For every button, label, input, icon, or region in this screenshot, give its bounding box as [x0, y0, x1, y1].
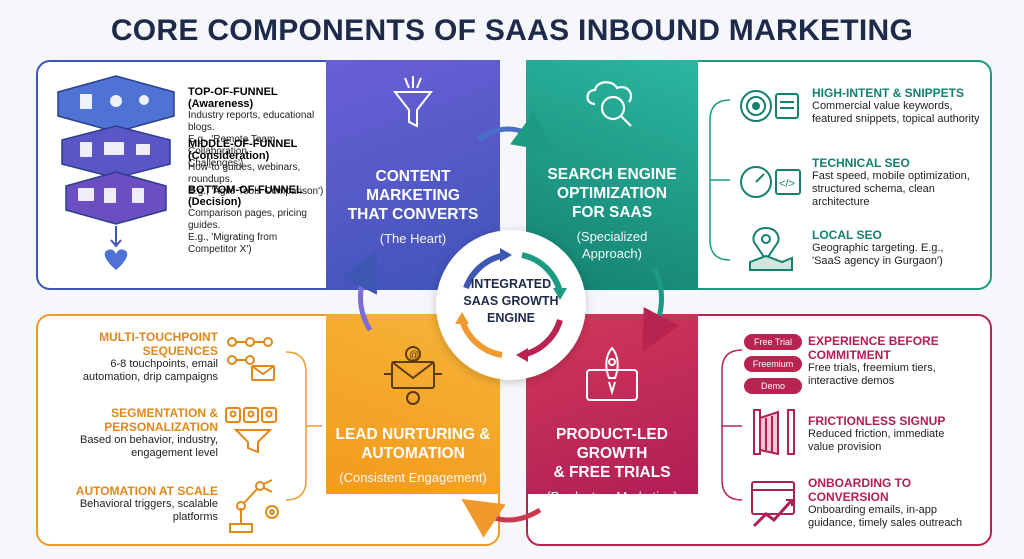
location-pin-icon [746, 224, 796, 277]
mofu-title: MIDDLE-OF-FUNNEL (Consideration) [188, 138, 298, 162]
high-intent-item: HIGH-INTENT & SNIPPETS Commercial value … [812, 86, 988, 126]
segmentation-line: engagement level [131, 447, 218, 459]
automation-scale-item: AUTOMATION AT SCALE Behavioral triggers,… [46, 484, 218, 524]
multi-touchpoint-title: SEQUENCES [142, 344, 218, 358]
segmentation-item: SEGMENTATION & PERSONALIZATION Based on … [46, 406, 218, 460]
growth-chart-icon [748, 478, 802, 535]
multi-touchpoint-line: automation, drip campaigns [82, 371, 218, 383]
open-gate-icon [750, 404, 800, 461]
high-intent-line: Commercial value keywords, [812, 100, 953, 112]
technical-seo-line: Fast speed, mobile optimization, [812, 170, 970, 182]
frictionless-line: value provision [808, 441, 882, 453]
tofu-item: TOP-OF-FUNNEL (Awareness) Industry repor… [188, 86, 328, 170]
seo-connector [709, 99, 731, 261]
svg-text:@: @ [409, 350, 419, 361]
segmentation-title: PERSONALIZATION [104, 420, 218, 434]
segmentation-title: SEGMENTATION & [111, 406, 218, 420]
onboarding-item: ONBOARDING TO CONVERSION Onboarding emai… [808, 476, 988, 530]
bofu-item: BOTTOM-OF-FUNNEL (Decision) Comparison p… [188, 184, 328, 256]
experience-line: interactive demos [808, 375, 895, 387]
multi-touchpoint-item: MULTI-TOUCHPOINT SEQUENCES 6-8 touchpoin… [46, 330, 218, 384]
tag-free-trial: Free Trial [744, 334, 802, 350]
bofu-title: BOTTOM-OF-FUNNEL (Decision) [188, 184, 303, 208]
seo-subtitle-line: (Specialized [576, 229, 648, 244]
mofu-item: MIDDLE-OF-FUNNEL (Consideration) How-to … [188, 138, 328, 198]
tag-freemium: Freemium [744, 356, 802, 372]
bofu-line: Comparison pages, pricing guides. [188, 208, 307, 231]
local-seo-item: LOCAL SEO Geographic targeting. E.g., 'S… [812, 228, 988, 268]
speed-code-icon: </> [738, 160, 802, 209]
technical-seo-item: TECHNICAL SEO Fast speed, mobile optimiz… [812, 156, 988, 209]
seo-heading-line: SEARCH ENGINE [547, 166, 677, 183]
nurturing-heading-line: LEAD NURTURING & [335, 426, 491, 443]
tofu-line: E.g., 'Remote Team Collaboration [188, 134, 276, 157]
tofu-title: TOP-OF-FUNNEL (Awareness) [188, 86, 278, 110]
funnel-layers-graphic [57, 75, 175, 270]
automation-scale-title: AUTOMATION AT SCALE [75, 484, 218, 498]
plan-tags: Free Trial Freemium Demo [744, 334, 802, 394]
local-seo-line: Geographic targeting. E.g., [812, 242, 944, 254]
frictionless-line: Reduced friction, immediate [808, 428, 945, 440]
bofu-line: E.g., 'Migrating from Competitor X') [188, 232, 278, 255]
tofu-line: Industry reports, educational blogs. [188, 110, 315, 133]
content-heading-line: MARKETING [366, 187, 460, 204]
plg-heading-line: PRODUCT-LED GROWTH [556, 426, 668, 462]
high-intent-line: featured snippets, topical authority [812, 113, 980, 125]
people-filter-icon [224, 406, 282, 461]
center-line: ENGINE [487, 311, 535, 325]
frictionless-item: FRICTIONLESS SIGNUP Reduced friction, im… [808, 414, 988, 454]
nurturing-heading-line: AUTOMATION [361, 445, 465, 462]
mofu-line: How-to guides, webinars, roundups. [188, 162, 301, 185]
center-line: SAAS GROWTH [463, 294, 559, 308]
target-icon [738, 86, 802, 131]
content-subtitle: (The Heart) [379, 231, 447, 246]
experience-title: EXPERIENCE BEFORE [808, 334, 939, 348]
automation-scale-line: platforms [172, 511, 218, 523]
nurturing-subtitle: (Consistent Engagement) [339, 470, 487, 485]
mofu-line: E.g., 'Agile Tools Comparison') [188, 186, 324, 197]
page-title: CORE COMPONENTS OF SAAS INBOUND MARKETIN… [110, 14, 914, 47]
cloud-magnifier-icon [586, 81, 633, 127]
tofu-line: Challenges') [188, 158, 244, 169]
svg-text:</>: </> [779, 178, 795, 190]
technical-seo-line: structured schema, clean [812, 183, 935, 195]
onboarding-title: CONVERSION [808, 490, 889, 504]
workflow-email-icon [224, 334, 280, 389]
onboarding-line: Onboarding emails, in-app [808, 504, 938, 516]
onboarding-line: guidance, timely sales outreach [808, 517, 963, 529]
plg-connector [721, 349, 742, 501]
funnel-icon [392, 76, 434, 128]
seo-heading-line: OPTIMIZATION [557, 185, 667, 202]
inner-cycle-arrows [455, 248, 567, 362]
integrated-engine-center: INTEGRATED SAAS GROWTH ENGINE [436, 230, 586, 380]
technical-seo-line: architecture [812, 196, 870, 208]
experience-line: Free trials, freemium tiers, [808, 362, 936, 374]
local-seo-title: LOCAL SEO [812, 228, 882, 242]
multi-touchpoint-title: MULTI-TOUCHPOINT [99, 330, 218, 344]
technical-seo-title: TECHNICAL SEO [812, 156, 910, 170]
seo-subtitle-line: Approach) [582, 246, 642, 261]
tag-demo: Demo [744, 378, 802, 394]
segmentation-line: Based on behavior, industry, [80, 434, 218, 446]
multi-touchpoint-line: 6-8 touchpoints, email [110, 358, 218, 370]
rocket-launch-icon [586, 346, 638, 401]
experience-title: COMMITMENT [808, 348, 891, 362]
content-heading-line: THAT CONVERTS [347, 206, 479, 223]
email-automation-icon: @ [384, 346, 442, 405]
plg-heading-line: & FREE TRIALS [553, 464, 671, 481]
frictionless-title: FRICTIONLESS SIGNUP [808, 414, 946, 428]
onboarding-title: ONBOARDING TO [808, 476, 912, 490]
seo-hub: SEARCH ENGINE OPTIMIZATION FOR SAAS (Spe… [526, 60, 698, 290]
local-seo-line: 'SaaS agency in Gurgaon') [812, 255, 943, 267]
nurturing-connector [285, 351, 322, 501]
content-heading-line: CONTENT [375, 168, 451, 185]
experience-item: EXPERIENCE BEFORE COMMITMENT Free trials… [808, 334, 988, 388]
robot-arm-icon [224, 476, 282, 541]
seo-heading-line: FOR SAAS [571, 204, 653, 221]
plg-subtitle: (Product as Marketing) [546, 489, 678, 504]
automation-scale-line: Behavioral triggers, scalable [79, 498, 218, 510]
center-line: INTEGRATED [470, 277, 552, 291]
high-intent-title: HIGH-INTENT & SNIPPETS [812, 86, 965, 100]
